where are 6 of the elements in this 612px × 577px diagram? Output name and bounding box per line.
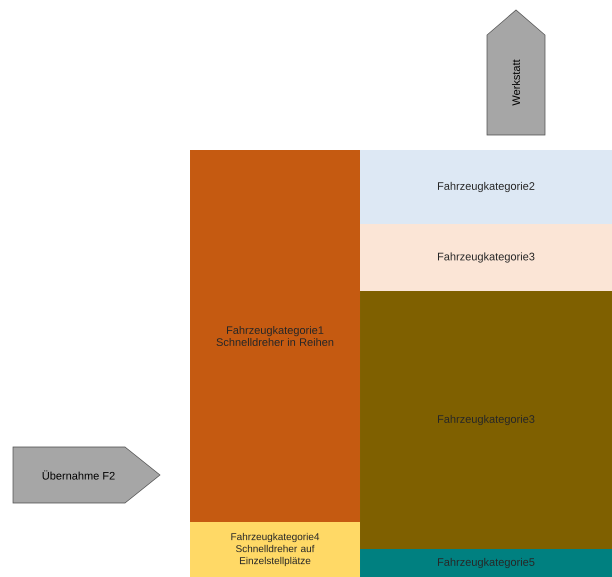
category-block: Fahrzeugkategorie3 [360, 291, 612, 549]
category-block: Fahrzeugkategorie3 [360, 224, 612, 291]
category-block: Fahrzeugkategorie5 [360, 549, 612, 577]
category-block: Fahrzeugkategorie1 Schnelldreher in Reihen [190, 150, 360, 522]
category-block: Fahrzeugkategorie4 Schnelldreher auf Einzelstellplätze [190, 522, 360, 577]
category-block: Fahrzeugkategorie2 [360, 150, 612, 224]
